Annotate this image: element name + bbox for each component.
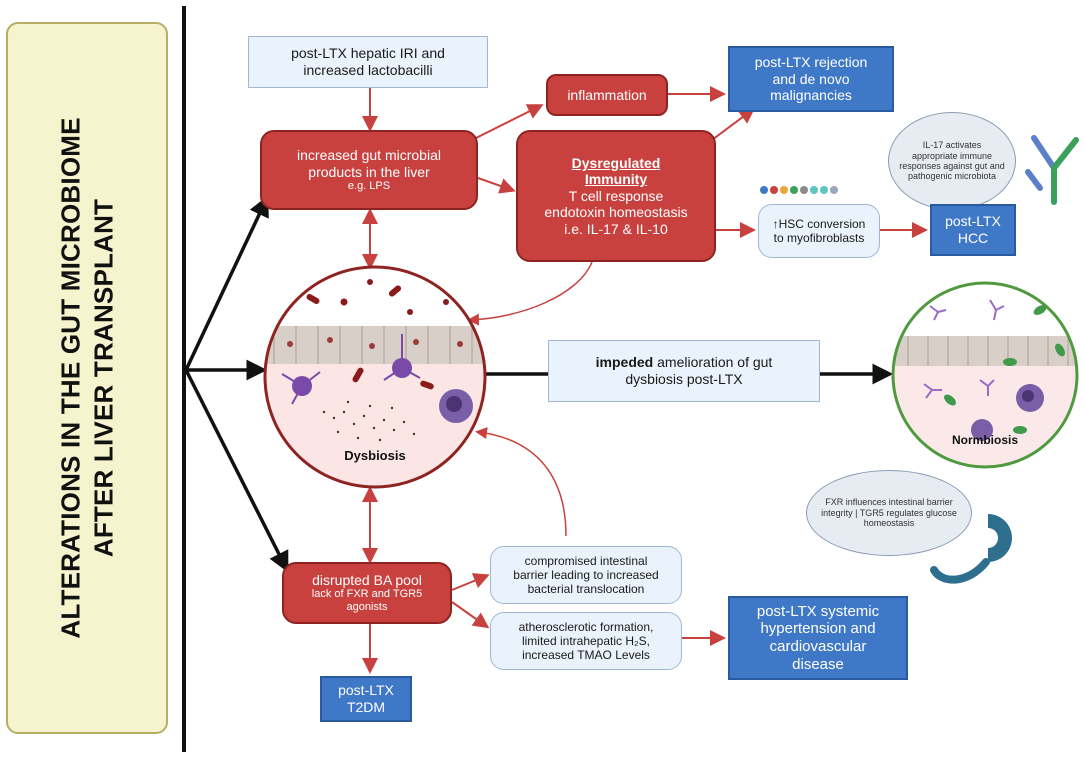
node-inflammation: inflammation <box>546 74 668 116</box>
dysbiosis-label: Dysbiosis <box>344 448 406 463</box>
arrow-gut-products-to-immunity <box>477 177 516 194</box>
peptide-chain-icon <box>760 186 838 194</box>
node-hsc-line-2: to myofibroblasts <box>773 231 865 245</box>
node-athero-line-1: atherosclerotic formation, <box>518 619 654 634</box>
node-hypertension-line-4: disease <box>792 655 844 673</box>
fxr-note: FXR influences intestinal barrier integr… <box>806 470 972 556</box>
node-immunity-line-2: endotoxin homeostasis <box>544 204 688 221</box>
node-gut-products-line-1: increased gut microbial <box>297 147 441 163</box>
node-athero-line-3: increased TMAO Levels <box>522 648 650 663</box>
node-impeded-rest: amelioration of gut <box>653 354 773 371</box>
node-hypertension-line-1: post-LTX systemic <box>756 602 880 620</box>
node-hypertension: post-LTX systemic hypertension and cardi… <box>728 596 908 680</box>
il17-note-text: IL-17 activates appropriate immune respo… <box>899 140 1005 182</box>
node-hepatic-iri-line-1: post-LTX hepatic IRI and <box>291 45 445 62</box>
node-rejection: post-LTX rejection and de novo malignanc… <box>728 46 894 112</box>
node-impeded: impeded amelioration of gut dysbiosis po… <box>548 340 820 402</box>
arrow-black-to-ba-pool <box>184 369 289 573</box>
node-t2dm: post-LTX T2DM <box>320 676 412 722</box>
node-t2dm-line-1: post-LTX <box>338 682 394 699</box>
node-barrier-line-1: compromised intestinal <box>524 553 648 568</box>
node-gut-products-line-2: products in the liver <box>308 163 430 180</box>
node-immunity-line-3: i.e. IL-17 & IL-10 <box>564 220 668 237</box>
vertical-divider <box>182 6 186 752</box>
node-hepatic-iri: post-LTX hepatic IRI and increased lacto… <box>248 36 488 88</box>
node-hcc-line-2: HCC <box>957 230 989 246</box>
node-ba-pool-line-1: disrupted BA pool <box>312 571 422 588</box>
node-hsc-line-1: ↑HSC conversion <box>772 216 866 231</box>
node-immunity-heading-1: Dysregulated <box>571 154 661 171</box>
node-rejection-line-3: malignancies <box>770 87 852 104</box>
antibody-icon <box>1025 135 1079 205</box>
node-inflammation-text: inflammation <box>567 86 647 103</box>
title-panel: ALTERATIONS IN THE GUT MICROBIOME AFTER … <box>6 22 168 734</box>
node-impeded-bold: impeded <box>595 354 654 371</box>
node-athero: atherosclerotic formation, limited intra… <box>490 612 682 670</box>
node-immunity-heading-2: Immunity <box>584 171 648 188</box>
il17-note: IL-17 activates appropriate immune respo… <box>888 112 1016 210</box>
node-athero-line-2: limited intrahepatic H₂S, <box>521 633 651 648</box>
arrow-ba-pool-to-barrier <box>451 573 490 591</box>
normbiosis-illustration <box>891 281 1079 469</box>
arrow-black-to-gut-products <box>184 195 269 371</box>
node-gut-products: increased gut microbial products in the … <box>260 130 478 210</box>
node-hepatic-iri-line-2: increased lactobacilli <box>303 62 433 78</box>
node-hypertension-line-3: cardiovascular <box>769 638 867 655</box>
node-ba-pool-line-3: agonists <box>346 601 388 614</box>
node-hcc: post-LTX HCC <box>930 204 1016 256</box>
node-rejection-line-1: post-LTX rejection <box>754 54 868 71</box>
node-hypertension-line-2: hypertension and <box>760 620 876 638</box>
normbiosis-label: Normbiosis <box>951 433 1018 447</box>
node-immunity-line-1: T cell response <box>568 187 664 204</box>
arrow-barrier-curve-to-dysbiosis <box>475 427 567 537</box>
node-ba-pool: disrupted BA pool lack of FXR and TGR5 a… <box>282 562 452 624</box>
arrow-ba-pool-to-athero <box>451 601 490 629</box>
node-hsc: ↑HSC conversion to myofibroblasts <box>758 204 880 258</box>
arrow-immunity-curve-to-dysbiosis <box>467 261 593 326</box>
node-barrier-line-3: bacterial translocation <box>527 582 645 597</box>
fxr-note-text: FXR influences intestinal barrier integr… <box>821 497 957 529</box>
node-ba-pool-line-2: lack of FXR and TGR5 <box>311 588 423 601</box>
arrow-gut-products-to-inflammation <box>471 104 544 141</box>
node-immunity: Dysregulated Immunity T cell response en… <box>516 130 716 262</box>
node-gut-products-line-3: e.g. LPS <box>347 180 391 193</box>
node-t2dm-line-2: T2DM <box>346 699 386 715</box>
fxr-receptor-icon <box>930 514 1012 584</box>
dysbiosis-illustration <box>263 265 487 489</box>
node-barrier: compromised intestinal barrier leading t… <box>490 546 682 604</box>
node-impeded-line-2: dysbiosis post-LTX <box>625 371 743 387</box>
node-barrier-line-2: barrier leading to increased <box>513 567 659 582</box>
arrow-immunity-to-rejection <box>711 107 756 141</box>
node-rejection-line-2: and de novo <box>772 70 850 87</box>
node-hcc-line-1: post-LTX <box>945 213 1001 230</box>
